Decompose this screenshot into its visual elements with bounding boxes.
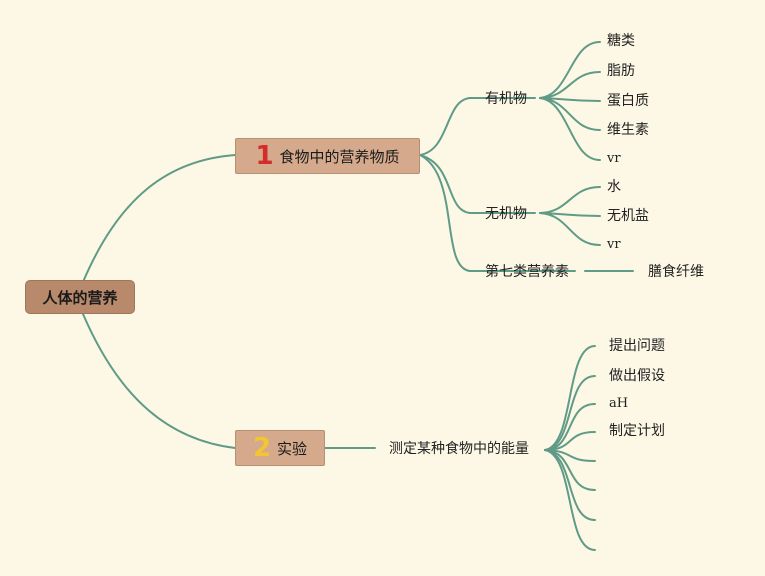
subnode-measure-energy[interactable]: 测定某种食物中的能量 [389,441,529,457]
connector-topic1-organic [419,97,471,156]
connector-topic1-inorganic [419,154,471,214]
topic-label-experiment: 实验 [277,439,308,458]
topic-number-1: 1 [255,141,274,171]
connector-exp-1 [544,345,596,451]
connector-organic-4 [539,97,601,131]
root-label: 人体的营养 [42,288,118,307]
leaf-organic-2[interactable]: 脂肪 [607,63,635,79]
connector-organic-2 [539,71,601,99]
connector-exp-3 [544,403,596,451]
leaf-organic-3[interactable]: 蛋白质 [607,93,649,109]
connector-root-topic2 [82,313,236,449]
subnode-organic[interactable]: 有机物 [485,91,527,107]
connector-inorganic-1 [539,186,601,214]
leaf-inorganic-1[interactable]: 水 [607,179,621,195]
leaf-inorganic-2[interactable]: 无机盐 [607,208,649,224]
leaf-exp-3[interactable]: aH [609,396,629,411]
connector-organic-5 [539,97,601,161]
connector-inorganic-3 [539,212,601,246]
root-node[interactable]: 人体的营养 [25,280,135,314]
connector-organic-1 [539,41,601,99]
leaf-inorganic-3[interactable]: vr [607,237,621,252]
connector-root-topic1 [82,154,236,283]
connector-topic1-seventh [419,154,471,272]
leaf-exp-4[interactable]: 制定计划 [609,423,665,439]
connector-exp-8 [544,449,596,551]
topic-label-nutrients: 食物中的营养物质 [279,147,400,166]
leaf-organic-1[interactable]: 糖类 [607,33,635,49]
topic-number-2: 2 [252,433,272,463]
topic-node-nutrients[interactable]: 1 食物中的营养物质 [235,138,420,174]
leaf-exp-2[interactable]: 做出假设 [609,368,665,384]
subnode-seventh-nutrient[interactable]: 第七类营养素 [485,264,569,280]
leaf-organic-4[interactable]: 维生素 [607,122,649,138]
topic-node-experiment[interactable]: 2 实验 [235,430,325,466]
leaf-exp-1[interactable]: 提出问题 [609,338,665,354]
leaf-dietary-fiber[interactable]: 膳食纤维 [648,264,704,280]
connector-exp-2 [544,375,596,451]
subnode-inorganic[interactable]: 无机物 [485,206,527,222]
connector-exp-6 [544,449,596,491]
leaf-organic-5[interactable]: vr [607,151,621,166]
